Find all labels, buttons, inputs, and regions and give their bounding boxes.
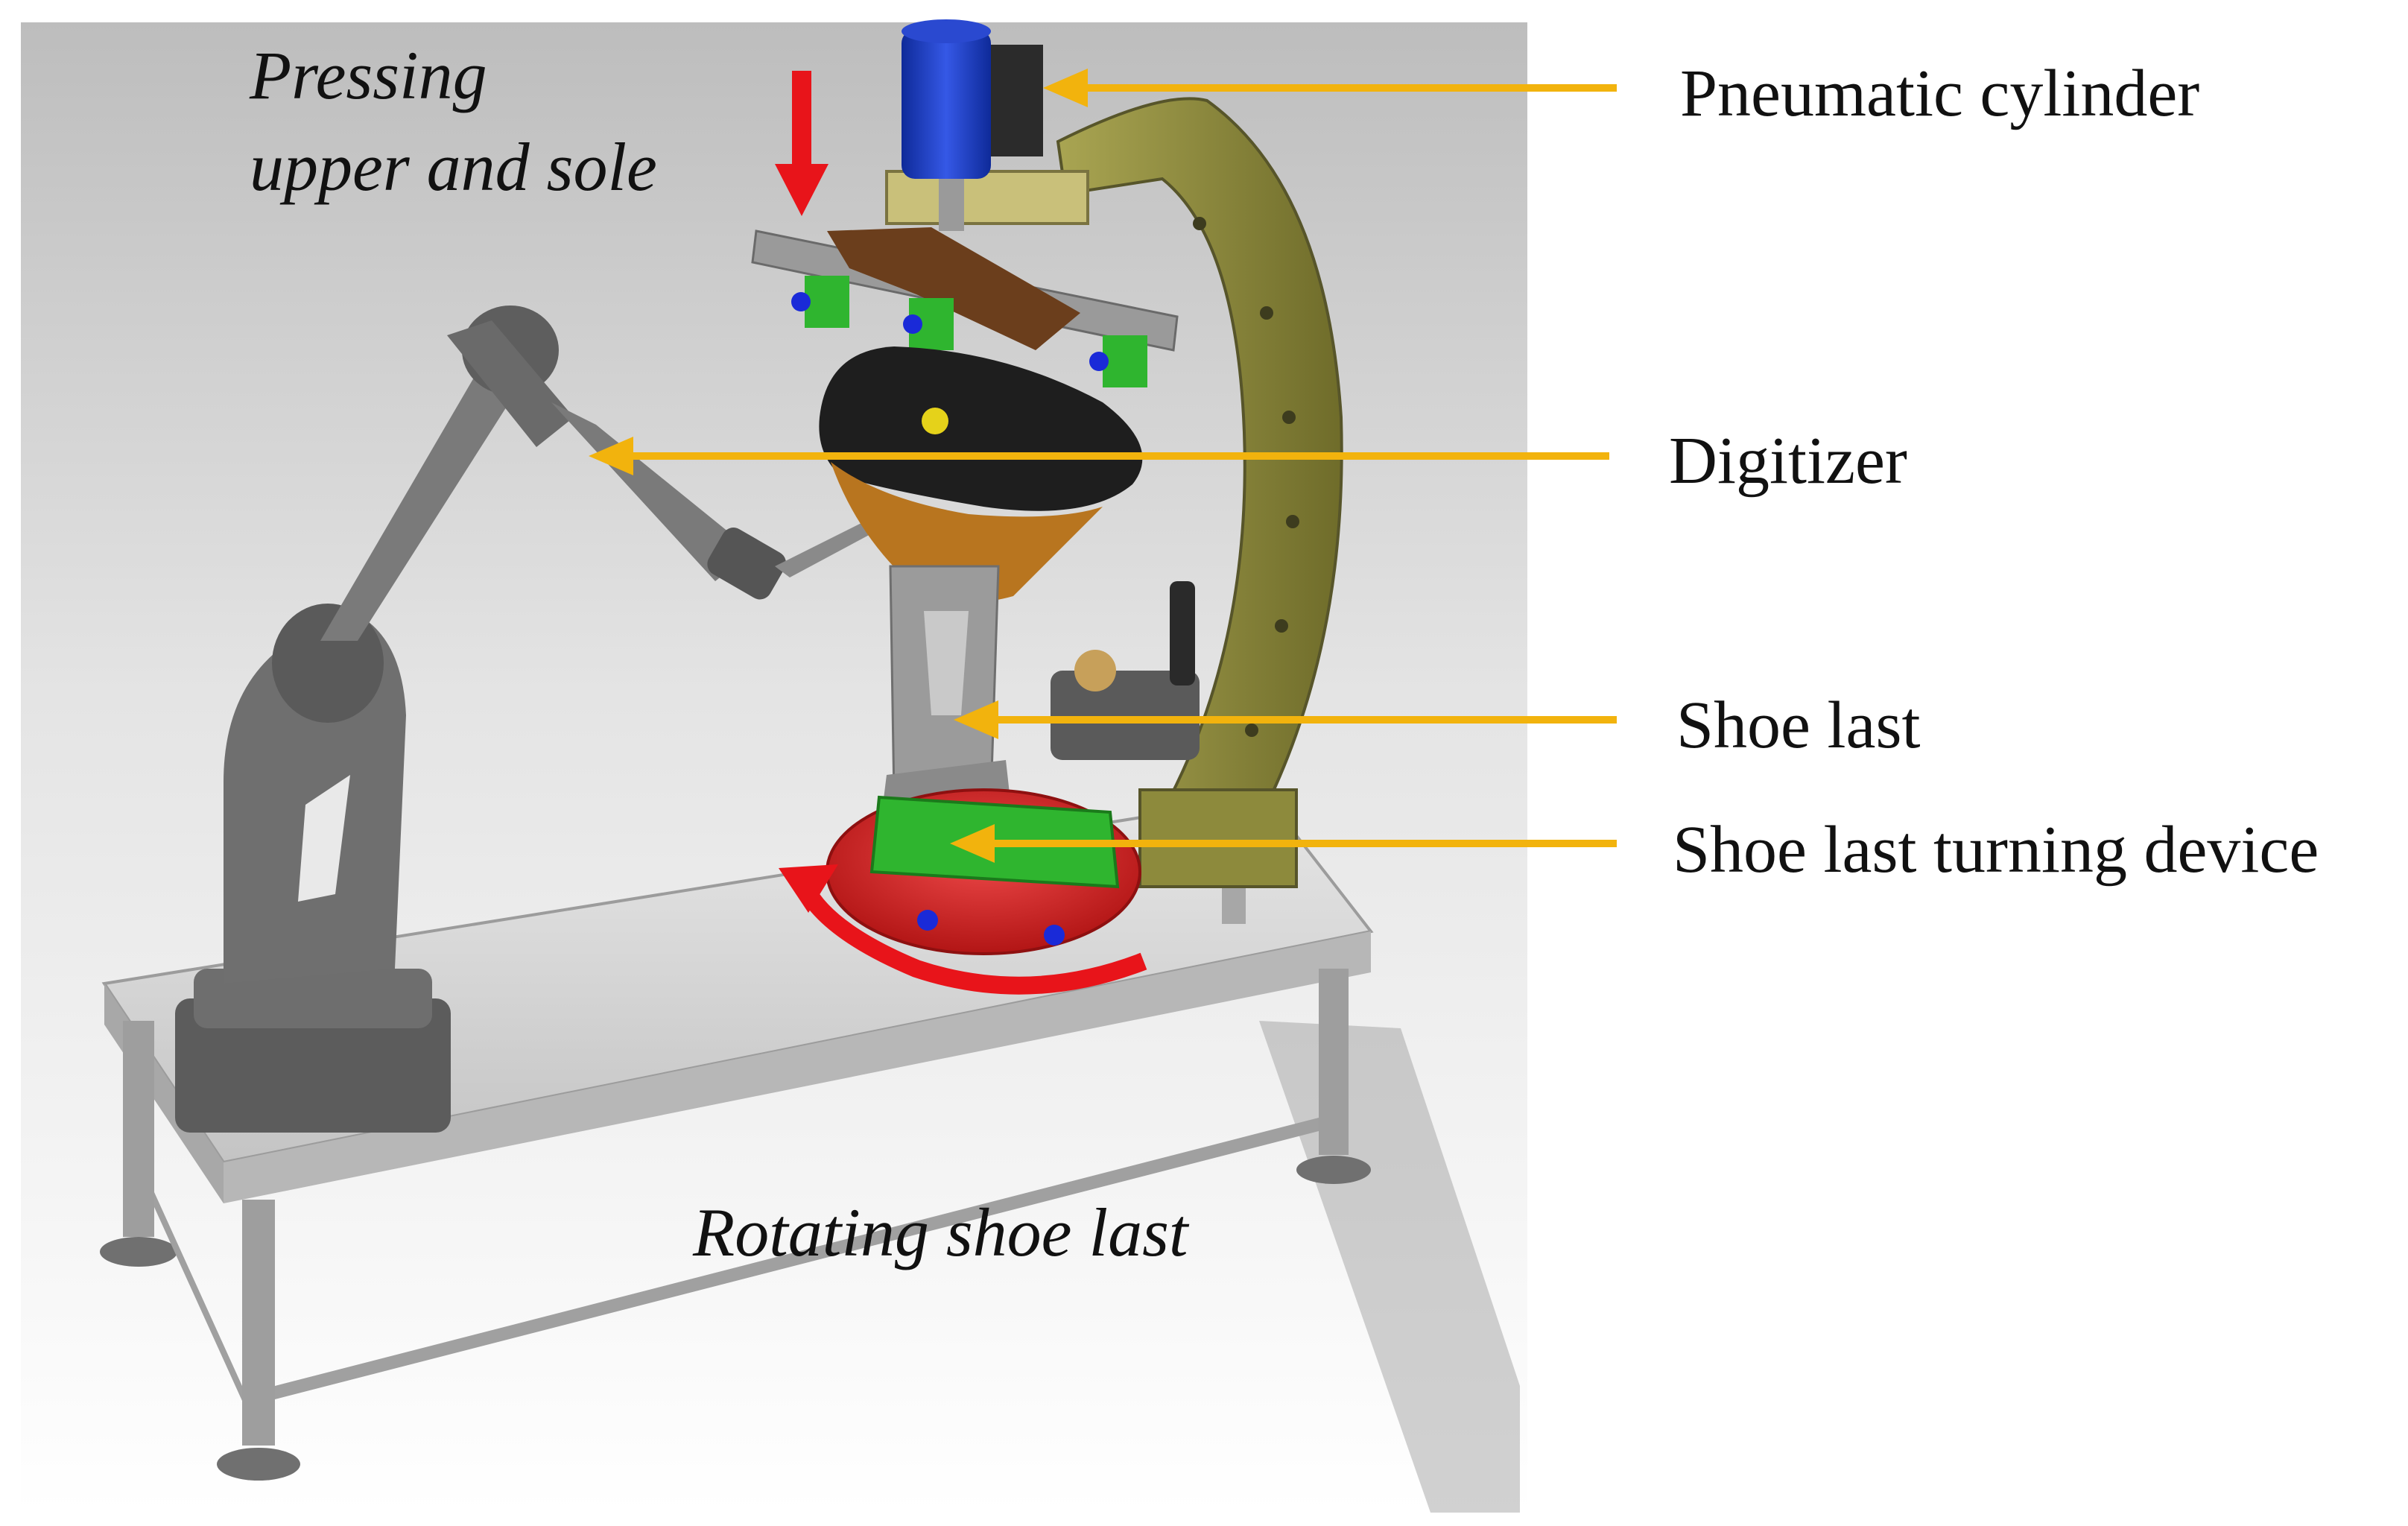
control-unit [1051, 581, 1200, 760]
arrow-down-icon [775, 71, 828, 216]
pressing-label-line1: Pressing [249, 37, 487, 113]
pneumatic-cylinder [885, 19, 1089, 231]
label-shoe-last: Shoe last [1676, 688, 1920, 762]
label-digitizer: Digitizer [1669, 424, 1907, 498]
curved-arrow-icon [779, 864, 1147, 995]
rotating-label: Rotating shoe last [692, 1194, 1190, 1270]
callout-lines [589, 69, 1617, 863]
arc-frame [1056, 97, 1343, 888]
label-shoe-last-turning-device: Shoe last turning device [1673, 813, 2319, 887]
turntable [826, 788, 1141, 955]
pressing-frame [751, 227, 1179, 387]
digitizer-arm [175, 305, 894, 1133]
label-pneumatic-cylinder: Pneumatic cylinder [1680, 57, 2199, 130]
pressing-label-line2: upper and sole [250, 129, 657, 205]
